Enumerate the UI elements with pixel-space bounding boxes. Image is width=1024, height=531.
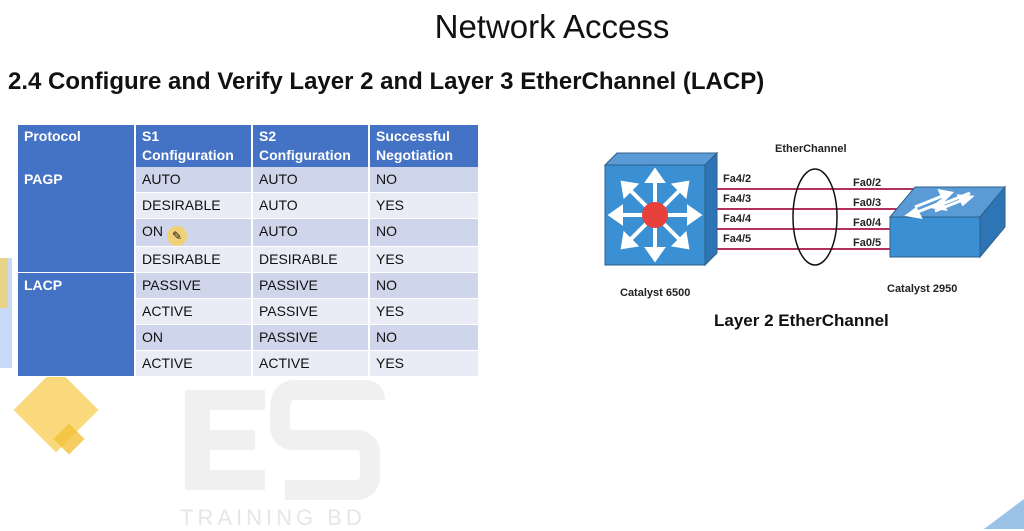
table-row: LACP PASSIVE PASSIVE NO xyxy=(18,272,480,377)
table-row: DESIRABLE DESIRABLE YES xyxy=(18,246,480,273)
port-label-right: Fa0/2 xyxy=(853,177,882,189)
etherchannel-links xyxy=(717,188,917,250)
s1-cell-text: ON xyxy=(142,223,163,239)
result-cell: YES xyxy=(369,192,480,219)
result-cell: NO xyxy=(369,167,480,193)
result-cell: YES xyxy=(369,298,480,325)
port-label-left: Fa4/5 xyxy=(723,233,752,245)
port-label-right: Fa0/4 xyxy=(853,217,882,229)
s2-cell: AUTO xyxy=(252,192,370,219)
s1-cell: AUTO xyxy=(135,167,253,193)
s2-cell: DESIRABLE xyxy=(252,246,370,273)
port-label-left: Fa4/4 xyxy=(723,213,752,225)
s1-cell: ACTIVE xyxy=(135,350,253,377)
pen-cursor-icon: ✎ xyxy=(167,226,187,246)
s1-cell: ON✎ xyxy=(135,218,253,247)
s1-cell: DESIRABLE xyxy=(135,246,253,273)
slide-title: Network Access xyxy=(434,8,670,45)
header-protocol: Protocol xyxy=(18,125,136,167)
etherchannel-label: EtherChannel xyxy=(775,143,847,155)
catalyst-6500-icon xyxy=(603,151,719,267)
s2-cell: ACTIVE xyxy=(252,350,370,377)
catalyst-2950-icon xyxy=(888,185,1007,259)
result-cell: NO xyxy=(369,272,480,299)
table-row: DESIRABLE AUTO YES xyxy=(18,192,480,219)
result-cell: NO xyxy=(369,324,480,351)
catalyst-2950-label: Catalyst 2950 xyxy=(887,283,958,295)
etherchannel-ellipse xyxy=(792,168,838,266)
s2-cell: PASSIVE xyxy=(252,272,370,299)
protocol-pagp: PAGP xyxy=(18,167,136,273)
table-header-row: Protocol S1 Configuration S2 Configurati… xyxy=(18,125,480,167)
s2-cell: PASSIVE xyxy=(252,298,370,325)
protocol-lacp: LACP xyxy=(18,272,136,377)
s2-cell: PASSIVE xyxy=(252,324,370,351)
table-row: ACTIVE ACTIVE YES xyxy=(18,350,480,377)
diagram-graphic xyxy=(603,151,1007,267)
watermark-logo xyxy=(185,380,385,500)
header-s2-configuration: S2 Configuration xyxy=(252,125,370,167)
slide-subtitle: 2.4 Configure and Verify Layer 2 and Lay… xyxy=(8,68,765,95)
port-label-left: Fa4/3 xyxy=(723,193,752,205)
table-row: ACTIVE PASSIVE YES xyxy=(18,298,480,325)
header-successful-negotiation: Successful Negotiation xyxy=(369,125,480,167)
diagram-caption: Layer 2 EtherChannel xyxy=(714,311,889,330)
s1-cell: PASSIVE xyxy=(135,272,253,299)
catalyst-6500-label: Catalyst 6500 xyxy=(620,287,691,299)
result-cell: NO xyxy=(369,218,480,247)
result-cell: YES xyxy=(369,350,480,377)
watermark-text: TRAINING BD xyxy=(180,505,366,530)
s2-cell: AUTO xyxy=(252,218,370,247)
port-label-right: Fa0/3 xyxy=(853,197,882,209)
corner-decoration xyxy=(984,499,1024,529)
table-row: ON PASSIVE NO xyxy=(18,324,480,351)
table-row: ON✎ AUTO NO xyxy=(18,218,480,247)
port-label-left: Fa4/2 xyxy=(723,173,752,185)
s1-cell: ON xyxy=(135,324,253,351)
s2-cell: AUTO xyxy=(252,167,370,193)
s1-cell: ACTIVE xyxy=(135,298,253,325)
header-s1-configuration: S1 Configuration xyxy=(135,125,253,167)
left-accent-yellow xyxy=(0,258,8,308)
port-label-right: Fa0/5 xyxy=(853,237,882,249)
negotiation-table: Protocol S1 Configuration S2 Configurati… xyxy=(18,125,480,377)
etherchannel-diagram: EtherChannel Fa4/2 Fa4/3 Fa4/4 Fa4/5 Fa0… xyxy=(595,135,1015,335)
table-row: PAGP AUTO AUTO NO xyxy=(18,167,480,273)
result-cell: YES xyxy=(369,246,480,273)
s1-cell: DESIRABLE xyxy=(135,192,253,219)
